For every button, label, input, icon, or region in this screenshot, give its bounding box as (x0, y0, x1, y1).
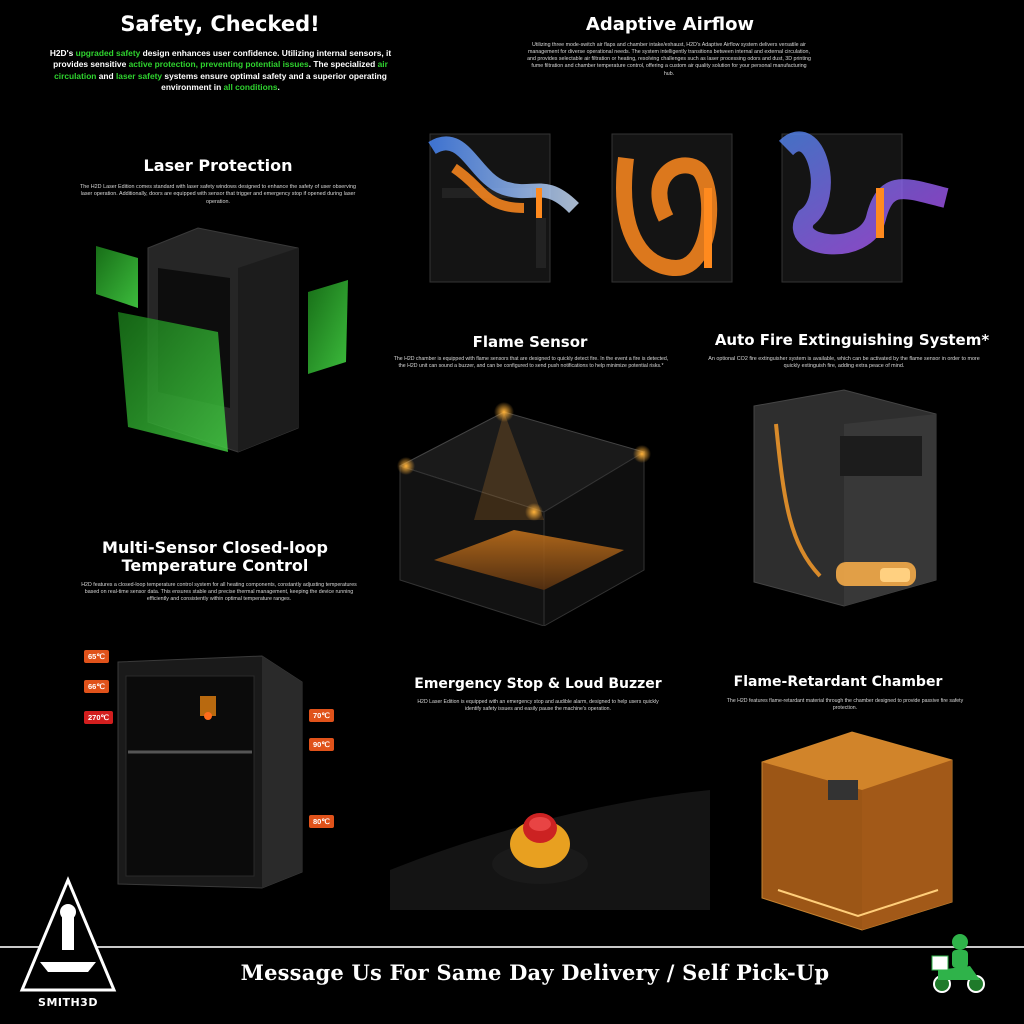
retardant-description: The H2D features flame-retardant materia… (726, 698, 964, 712)
safety-text: . (277, 82, 280, 93)
flame-sensor-image (397, 402, 651, 626)
estop-description: H2D Laser Edition is equipped with an em… (417, 699, 659, 713)
temp-tag-90: 90℃ (309, 738, 334, 751)
safety-text: systems ensure optimal safety and a supe… (161, 70, 387, 93)
flame-description: The H2D chamber is equipped with flame s… (393, 356, 669, 370)
safety-text: design enhances user confidence. Utilizi… (53, 48, 392, 70)
safety-highlight: upgraded safety (75, 48, 141, 58)
flame-retardant-chamber-image (761, 731, 953, 931)
brand-name: SMITH3D (38, 996, 98, 1009)
fire-description: An optional CO2 fire extinguisher system… (708, 356, 980, 370)
temp-printer-image (117, 655, 303, 889)
estop-title: Emergency Stop & Loud Buzzer (414, 676, 662, 692)
emergency-stop-image (390, 790, 710, 910)
retardant-title: Flame-Retardant Chamber (733, 674, 943, 690)
safety-text: and (96, 70, 116, 81)
airflow-image-2 (611, 133, 733, 283)
footer-divider (0, 946, 1024, 948)
temp-tag-270: 270℃ (84, 711, 113, 724)
safety-description: H2D's upgraded safety design enhances us… (48, 48, 393, 93)
temp-tag-80: 80℃ (309, 815, 334, 828)
delivery-scooter-icon (931, 934, 985, 993)
safety-highlight: active protection, preventing potential … (128, 59, 309, 70)
temp-tag-70: 70℃ (309, 709, 334, 722)
safety-highlight: all conditions (223, 82, 278, 93)
airflow-image-3 (778, 131, 949, 283)
temp-tag-65: 65℃ (84, 650, 109, 663)
laser-title: Laser Protection (143, 156, 293, 175)
laser-description: The H2D Laser Edition comes standard wit… (80, 184, 356, 205)
temp-tag-66: 66℃ (84, 680, 109, 693)
temp-description: H2D features a closed-loop temperature c… (81, 582, 357, 603)
safety-highlight: laser safety (115, 70, 163, 81)
laser-printer-image (96, 227, 348, 453)
airflow-title: Adaptive Airflow (585, 14, 755, 35)
temp-title-line1: Multi-Sensor Closed-loop (102, 538, 328, 557)
airflow-description: Utilizing three mode-switch air flaps an… (527, 42, 811, 77)
temp-title-line2: Temperature Control (121, 556, 309, 575)
safety-highlight: air circulation (54, 59, 388, 81)
safety-title: Safety, Checked! (120, 12, 320, 36)
smith3d-logo (19, 876, 117, 992)
fire-title: Auto Fire Extinguishing System* (714, 331, 990, 349)
flame-title: Flame Sensor (472, 333, 588, 351)
airflow-image-1 (428, 133, 579, 283)
safety-text: . The specialized (308, 59, 378, 70)
fire-extinguisher-printer-image (753, 389, 937, 607)
safety-text: H2D's (49, 48, 76, 58)
footer-message: Message Us For Same Day Delivery / Self … (240, 960, 830, 985)
